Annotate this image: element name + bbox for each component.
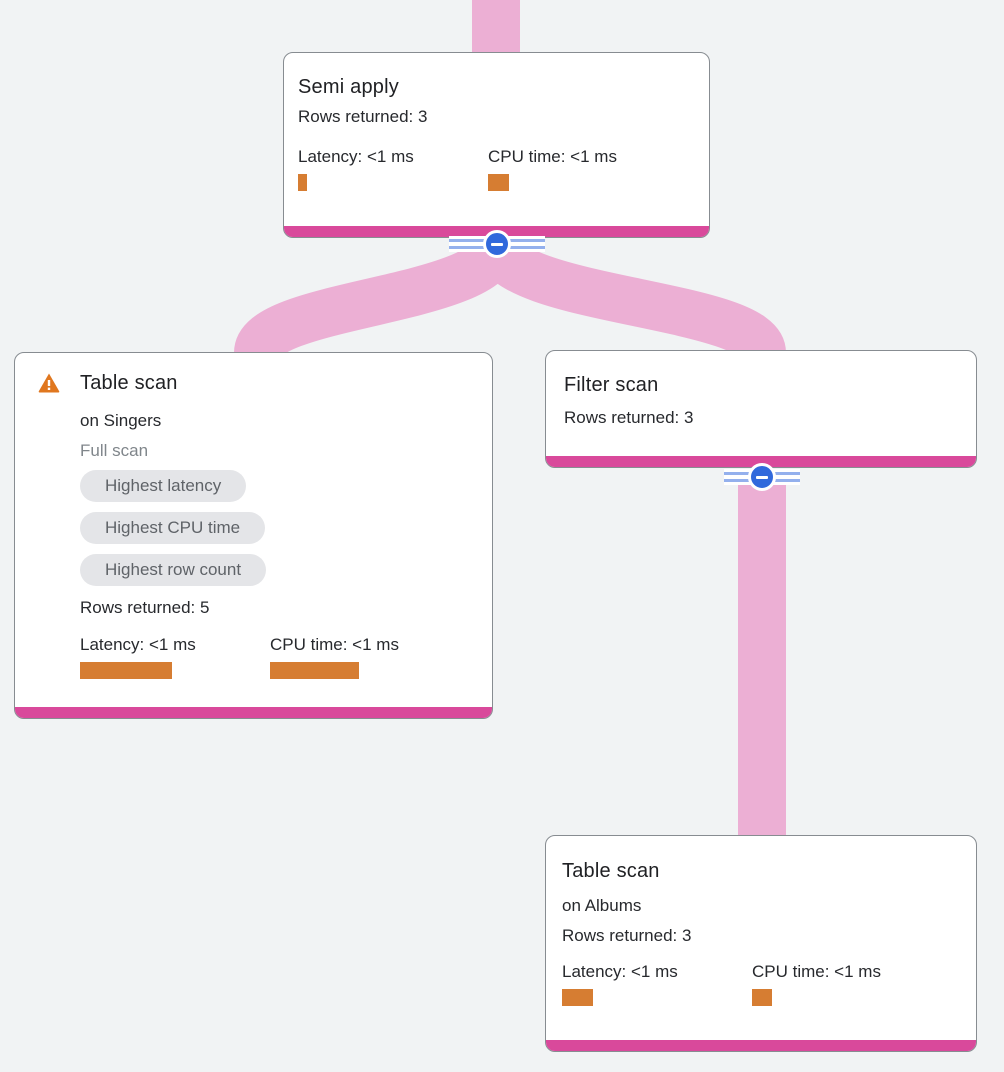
rows-returned: Rows returned: 3 xyxy=(564,408,694,427)
latency-bar xyxy=(80,662,172,679)
node-semi-apply[interactable]: Semi apply Rows returned: 3 Latency: <1 … xyxy=(283,52,710,238)
latency-bar xyxy=(562,989,593,1006)
collapse-button-filter-scan[interactable] xyxy=(724,463,800,491)
badge-highest-row-count: Highest row count xyxy=(80,554,267,586)
rows-returned: Rows returned: 5 xyxy=(80,598,210,617)
latency-label: Latency: <1 ms xyxy=(298,147,414,166)
cpu-time-metric: CPU time: <1 ms xyxy=(752,960,942,1006)
collapse-minus-icon[interactable] xyxy=(748,463,776,491)
scan-target: on Albums xyxy=(562,896,642,915)
node-title: Table scan xyxy=(562,860,660,882)
node-filter-scan[interactable]: Filter scan Rows returned: 3 xyxy=(545,350,977,468)
latency-metric: Latency: <1 ms xyxy=(562,960,752,1006)
node-title: Filter scan xyxy=(564,374,659,396)
node-accent-bar xyxy=(15,707,492,718)
scan-target: on Singers xyxy=(80,411,162,430)
node-accent-bar xyxy=(546,456,976,467)
node-accent-bar xyxy=(546,1040,976,1051)
rows-returned: Rows returned: 3 xyxy=(562,926,692,945)
cpu-time-metric: CPU time: <1 ms xyxy=(488,145,678,191)
cpu-time-label: CPU time: <1 ms xyxy=(488,147,617,166)
latency-label: Latency: <1 ms xyxy=(80,635,196,654)
node-title: Semi apply xyxy=(298,76,399,98)
cpu-time-label: CPU time: <1 ms xyxy=(270,635,399,654)
cpu-time-bar xyxy=(488,174,509,191)
edge-semi-apply-to-table-scan-singers xyxy=(234,237,521,361)
node-table-scan-singers[interactable]: Table scan on Singers Full scan Highest … xyxy=(14,352,493,719)
cpu-time-bar xyxy=(752,989,772,1006)
latency-label: Latency: <1 ms xyxy=(562,962,678,981)
node-title: Table scan xyxy=(80,372,178,394)
node-table-scan-albums[interactable]: Table scan on Albums Rows returned: 3 La… xyxy=(545,835,977,1052)
latency-metric: Latency: <1 ms xyxy=(298,145,488,191)
cpu-time-metric: CPU time: <1 ms xyxy=(270,633,460,679)
latency-bar xyxy=(298,174,307,191)
cpu-time-bar xyxy=(270,662,359,679)
warning-icon xyxy=(38,373,60,393)
latency-metric: Latency: <1 ms xyxy=(80,633,270,679)
cpu-time-label: CPU time: <1 ms xyxy=(752,962,881,981)
rows-returned: Rows returned: 3 xyxy=(298,107,428,126)
collapse-button-semi-apply[interactable] xyxy=(449,230,545,258)
badge-highest-latency: Highest latency xyxy=(80,470,247,502)
badge-highest-cpu-time: Highest CPU time xyxy=(80,512,266,544)
collapse-minus-icon[interactable] xyxy=(483,230,511,258)
edge-semi-apply-to-filter-scan xyxy=(473,236,786,362)
scan-mode: Full scan xyxy=(80,441,149,460)
